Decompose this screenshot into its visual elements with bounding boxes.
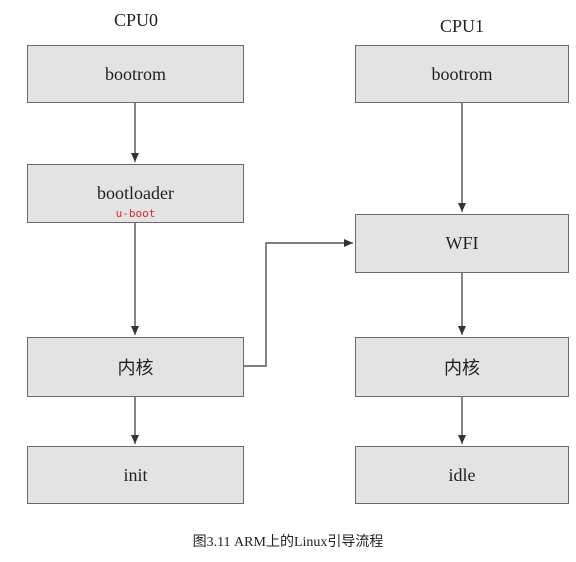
- cpu1-title: CPU1: [439, 16, 484, 36]
- cpu1-idle-node: idle: [355, 446, 569, 504]
- node-label: init: [123, 464, 148, 485]
- cpu0-kernel-node: 内核: [27, 337, 244, 397]
- node-label: 内核: [444, 358, 480, 378]
- cpu1-wfi-node: WFI: [355, 214, 569, 273]
- cpu1-bootrom-node: bootrom: [355, 45, 569, 103]
- cpu0-init-node: init: [27, 446, 244, 504]
- cpu0-bootrom-node: bootrom: [27, 45, 244, 103]
- node-label: bootrom: [431, 63, 493, 84]
- cpu0-bootloader-node: bootloader u-boot: [27, 164, 244, 223]
- bootloader-note: u-boot: [115, 207, 156, 220]
- node-label: 内核: [117, 358, 154, 378]
- figure-caption: 图3.11 ARM上的Linux引导流程: [192, 535, 384, 550]
- node-label: bootrom: [105, 63, 166, 84]
- node-label: idle: [448, 464, 476, 485]
- edge-cpu0-kernel-to-cpu1-wfi: [244, 239, 353, 367]
- cpu1-kernel-node: 内核: [355, 337, 569, 397]
- cpu0-title: CPU0: [113, 10, 158, 30]
- node-label: WFI: [445, 233, 479, 253]
- node-label: bootloader: [97, 183, 174, 203]
